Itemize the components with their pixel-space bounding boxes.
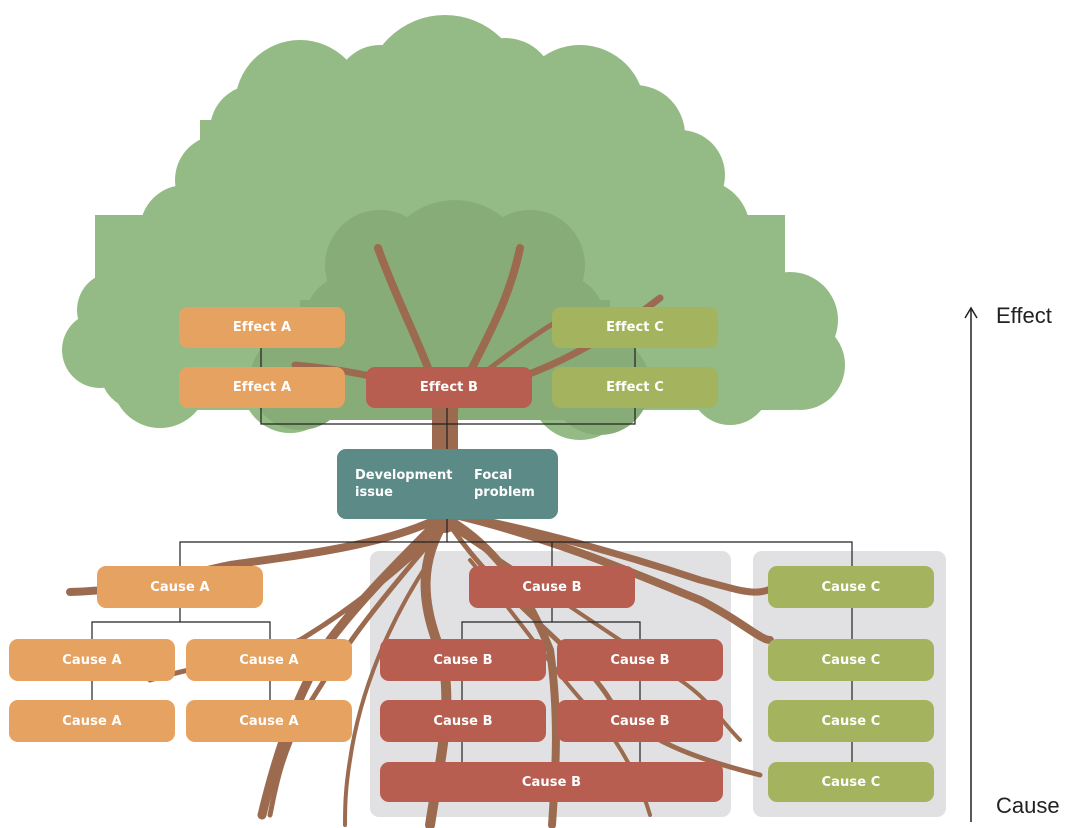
cause-c-main-label: Cause C	[821, 579, 881, 595]
connector-lines	[91, 348, 853, 762]
cause-a-3-box: Cause A	[9, 700, 175, 742]
focal-problem-label: Focal problem	[474, 467, 535, 501]
focal-problem-line2: problem	[474, 485, 535, 500]
cause-b-3-box: Cause B	[380, 700, 546, 742]
cause-c-2-box: Cause C	[768, 700, 934, 742]
effect-c-top-box: Effect C	[552, 307, 718, 348]
cause-a-2-box: Cause A	[186, 639, 352, 681]
cause-b-2-label: Cause B	[610, 652, 670, 668]
effect-a-top-box: Effect A	[179, 307, 345, 348]
effect-b-box: Effect B	[366, 367, 532, 408]
development-issue-line1: Development	[355, 468, 453, 483]
focal-problem-line1: Focal	[474, 468, 513, 483]
effect-c-bottom-box: Effect C	[552, 367, 718, 408]
cause-c-1-label: Cause C	[821, 652, 881, 668]
cause-c-2-label: Cause C	[821, 713, 881, 729]
cause-c-1-box: Cause C	[768, 639, 934, 681]
cause-a-4-label: Cause A	[239, 713, 299, 729]
axis-arrow	[964, 306, 978, 822]
effect-b-label: Effect B	[419, 380, 479, 395]
cause-b-5-box: Cause B	[380, 762, 723, 802]
cause-a-3-label: Cause A	[62, 713, 122, 729]
cause-b-4-box: Cause B	[557, 700, 723, 742]
cause-c-panel	[753, 551, 946, 817]
cause-b-1-box: Cause B	[380, 639, 546, 681]
cause-b-main-box: Cause B	[469, 566, 635, 608]
cause-b-1-label: Cause B	[433, 652, 493, 668]
effect-a-bottom-box: Effect A	[179, 367, 345, 408]
development-issue-line2: issue	[355, 485, 394, 500]
cause-a-main-box: Cause A	[97, 566, 263, 608]
effect-c-bottom-label: Effect C	[606, 380, 664, 395]
cause-a-1-box: Cause A	[9, 639, 175, 681]
effect-a-bottom-label: Effect A	[232, 380, 292, 395]
cause-a-1-label: Cause A	[62, 652, 122, 668]
cause-b-4-label: Cause B	[610, 713, 670, 729]
cause-a-4-box: Cause A	[186, 700, 352, 742]
axis-cause-label: Cause	[996, 793, 1060, 818]
cause-b-2-box: Cause B	[557, 639, 723, 681]
axis-effect-label: Effect	[996, 303, 1052, 328]
cause-b-3-label: Cause B	[433, 713, 493, 729]
cause-a-2-label: Cause A	[239, 652, 299, 668]
cause-a-main-label: Cause A	[150, 579, 210, 595]
cause-c-main-box: Cause C	[768, 566, 934, 608]
focal-problem-box: Development issue Focal problem	[337, 449, 558, 519]
development-issue-label: Development issue	[355, 467, 452, 501]
cause-c-3-label: Cause C	[821, 774, 881, 790]
cause-b-5-label: Cause B	[521, 774, 582, 790]
effect-c-top-label: Effect C	[606, 320, 664, 335]
effect-a-top-label: Effect A	[232, 320, 292, 335]
cause-c-3-box: Cause C	[768, 762, 934, 802]
cause-b-main-label: Cause B	[522, 579, 582, 595]
